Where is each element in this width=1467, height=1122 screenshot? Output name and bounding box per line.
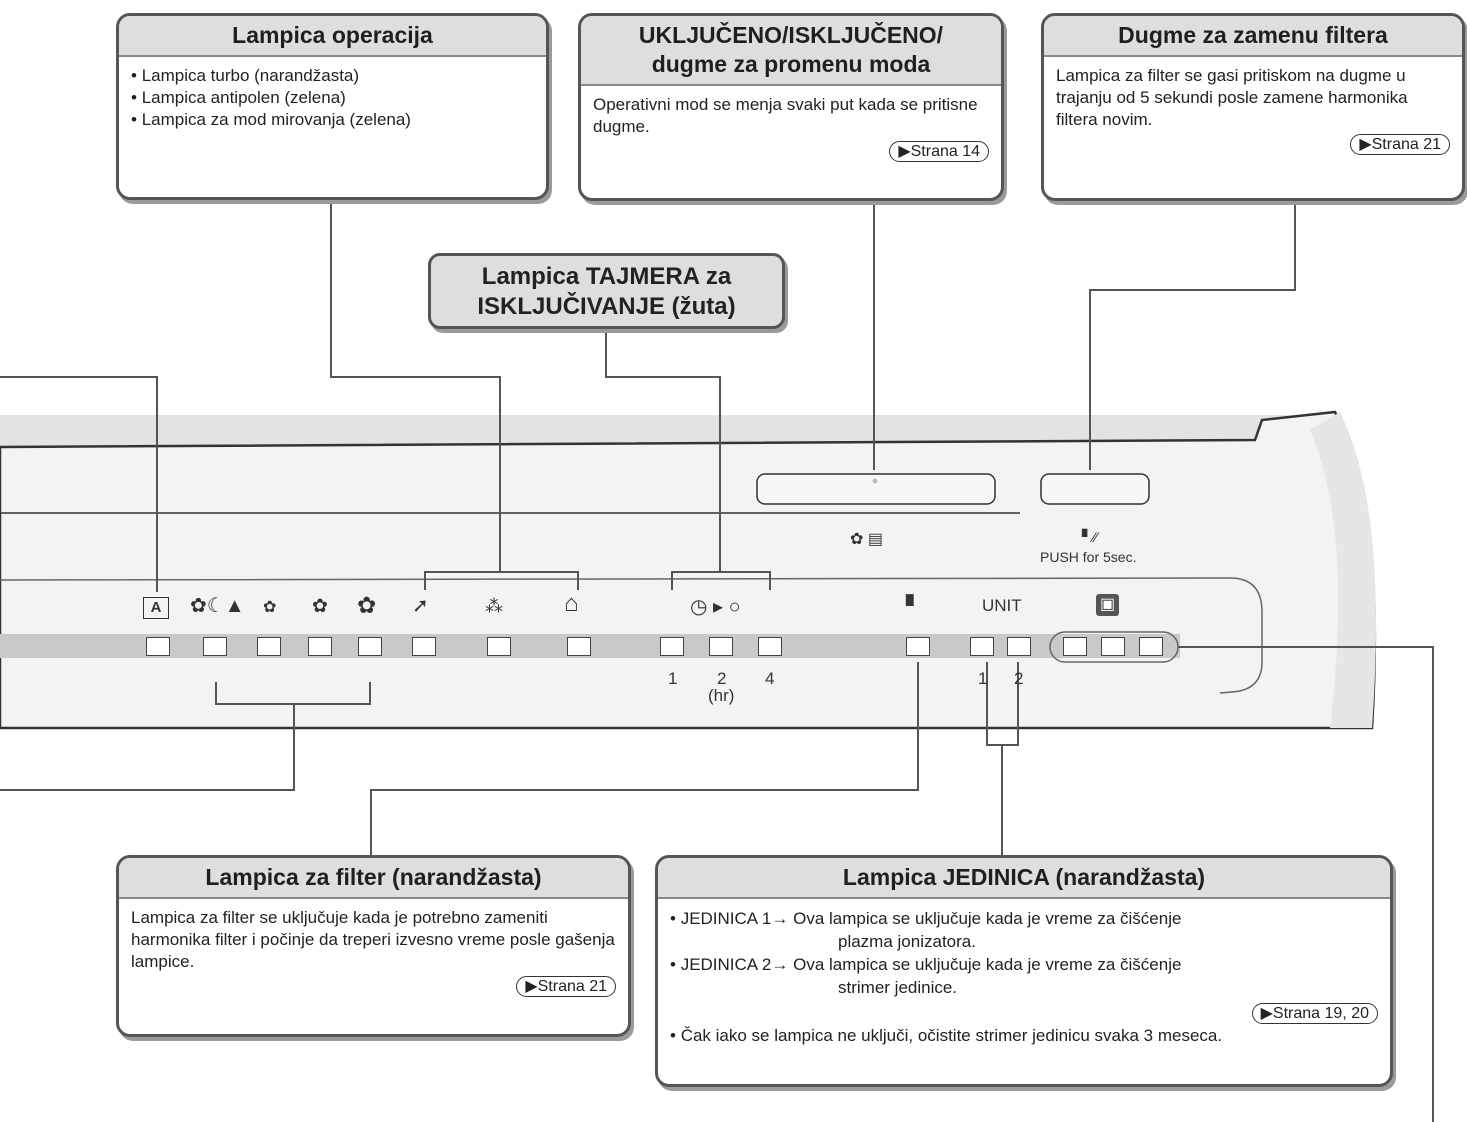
led-unit-2 <box>1007 637 1031 656</box>
led-filter <box>906 637 930 656</box>
page-reference: ▶Strana 21 <box>516 976 616 997</box>
antipollen-icon: ⁂ <box>485 596 503 616</box>
callout-text: Lampica za filter se gasi pritiskom na d… <box>1056 66 1408 129</box>
callout-title: Dugme za zamenu filtera <box>1044 16 1462 57</box>
filter-reset-button[interactable] <box>1041 474 1149 504</box>
timer-unit: (hr) <box>708 686 735 705</box>
callout-off-timer-lamp: Lampica TAJMERA za ISKLJUČIVANJE (žuta) <box>428 253 785 329</box>
callout-filter-button: Dugme za zamenu filtera Lampica za filte… <box>1041 13 1465 201</box>
led-fan-sleep <box>203 637 227 656</box>
callout-operation-lamps: Lampica operacija Lampica turbo (narandž… <box>116 13 549 200</box>
unit-num-1: 1 <box>978 669 988 688</box>
led-sleep-mode <box>567 637 591 656</box>
led-unit-1 <box>970 637 994 656</box>
fan-medium-icon: ✿ <box>312 596 328 617</box>
callout-onoff-button: UKLJUČENO/ISKLJUČENO/ dugme za promenu m… <box>578 13 1004 201</box>
unit-panel-icon: ▣ <box>1096 594 1120 616</box>
callout-title-line1: UKLJUČENO/ISKLJUČENO/ <box>638 22 944 48</box>
unit-label: UNIT <box>982 596 1022 615</box>
filter-reset-icon: ▘⁄⁄ <box>1082 529 1098 545</box>
off-timer-icon: ◷ ▸ ○ <box>690 596 741 618</box>
unit-num-2: 2 <box>1014 669 1024 688</box>
callout-title: Lampica za filter (narandžasta) <box>119 858 628 899</box>
callout-title-line2: ISKLJUČIVANJE (žuta) <box>477 293 736 320</box>
timer-num-4: 4 <box>765 669 775 688</box>
onoff-mode-button[interactable] <box>757 474 995 504</box>
callout-title: Lampica JEDINICA (narandžasta) <box>658 858 1390 899</box>
led-timer-2 <box>709 637 733 656</box>
fan-low-icon: ✿ <box>263 599 277 616</box>
led-unit-c <box>1139 637 1163 656</box>
callout-title: Lampica operacija <box>119 16 546 57</box>
page-reference: ▶Strana 19, 20 <box>1251 1003 1378 1024</box>
page-reference: ▶Strana 21 <box>1350 134 1450 155</box>
fan-high-icon: ✿ <box>357 592 377 618</box>
callout-text: Lampica za filter se uključuje kada je p… <box>131 908 615 971</box>
led-antipollen <box>487 637 511 656</box>
list-item: Lampica turbo (narandžasta) <box>131 65 534 87</box>
led-fan-high <box>358 637 382 656</box>
callout-unit-lamp: Lampica JEDINICA (narandžasta) JEDINICA … <box>655 855 1393 1087</box>
filter-icon: ▘ <box>906 596 922 618</box>
list-item: Lampica za mod mirovanja (zelena) <box>131 109 534 131</box>
cleaning-note: Čak iako se lampica ne uključi, očistite… <box>670 1024 1378 1047</box>
fan-sleep-icon: ✿☾▲ <box>190 595 245 617</box>
unit2-text-cont: strimer jedinice. <box>838 978 958 997</box>
timer-num-1: 1 <box>668 669 678 688</box>
turbo-icon: ➚ <box>412 595 429 617</box>
led-unit-a <box>1063 637 1087 656</box>
home-sleep-icon: ⌂ <box>564 590 579 617</box>
list-item: Lampica antipolen (zelena) <box>131 87 534 109</box>
led-fan-low <box>257 637 281 656</box>
mode-button-icon: ✿ ▤ <box>850 531 883 548</box>
page-reference: ▶Strana 14 <box>889 141 989 162</box>
callout-filter-lamp: Lampica za filter (narandžasta) Lampica … <box>116 855 631 1037</box>
led-auto <box>146 637 170 656</box>
callout-text: Operativni mod se menja svaki put kada s… <box>593 95 978 136</box>
callout-title-line1: Lampica TAJMERA za <box>481 263 732 290</box>
callout-title-line2: dugme za promenu moda <box>651 51 931 77</box>
led-timer-4 <box>758 637 782 656</box>
led-fan-medium <box>308 637 332 656</box>
push-label: PUSH for 5sec. <box>1040 549 1137 565</box>
led-timer-1 <box>660 637 684 656</box>
led-unit-b <box>1101 637 1125 656</box>
led-turbo <box>412 637 436 656</box>
timer-num-2: 2 <box>717 669 727 688</box>
unit1-text-cont: plazma jonizatora. <box>838 932 976 951</box>
unit2-text: JEDINICA 2→ Ova lampica se uključuje kad… <box>670 953 1378 976</box>
unit1-text: JEDINICA 1→ Ova lampica se uključuje kad… <box>670 907 1378 930</box>
auto-mode-icon: A <box>143 597 169 619</box>
